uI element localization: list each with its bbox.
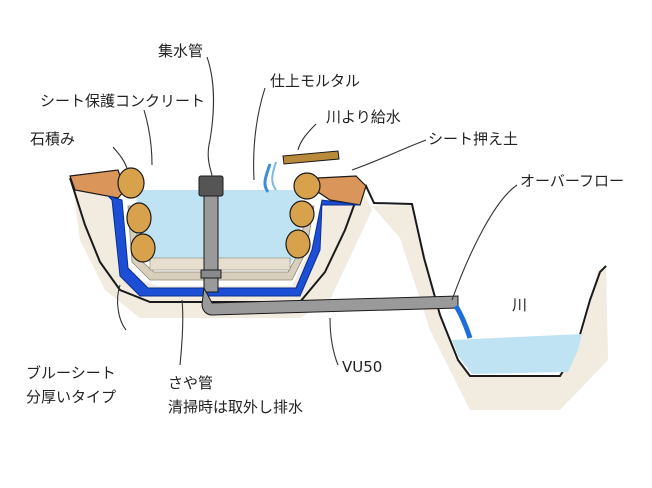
stone-wall-right bbox=[285, 172, 321, 259]
label-shusuikan: 集水管 bbox=[158, 42, 203, 60]
leader-lines bbox=[112, 56, 518, 366]
label-blue-sheet-1: ブルーシート bbox=[26, 364, 116, 382]
label-sayakan-2: 清掃時は取外し排水 bbox=[168, 398, 303, 416]
label-sheet-concrete: シート保護コンクリート bbox=[40, 92, 205, 110]
river-water bbox=[452, 334, 582, 374]
label-kawa-kyusui: 川より給水 bbox=[326, 108, 401, 126]
stone-wall-left bbox=[117, 167, 156, 263]
label-kawa: 川 bbox=[512, 296, 527, 314]
label-vu50: VU50 bbox=[342, 358, 382, 376]
drain-pipe-vu50 bbox=[201, 286, 459, 316]
label-sayakan-1: さや管 bbox=[168, 374, 213, 392]
gravel-bottom bbox=[149, 257, 291, 271]
supply-pipe bbox=[263, 150, 340, 193]
label-ishizumi: 石積み bbox=[30, 130, 75, 148]
label-blue-sheet-2: 分厚いタイプ bbox=[26, 388, 116, 406]
blue-sheet-liner bbox=[106, 194, 361, 297]
label-shiage-mortar: 仕上モルタル bbox=[270, 72, 360, 90]
label-sheet-osae: シート押え土 bbox=[428, 130, 518, 148]
collector-pipe bbox=[198, 175, 224, 293]
overflow-stream bbox=[453, 304, 473, 339]
label-overflow: オーバーフロー bbox=[520, 172, 624, 190]
